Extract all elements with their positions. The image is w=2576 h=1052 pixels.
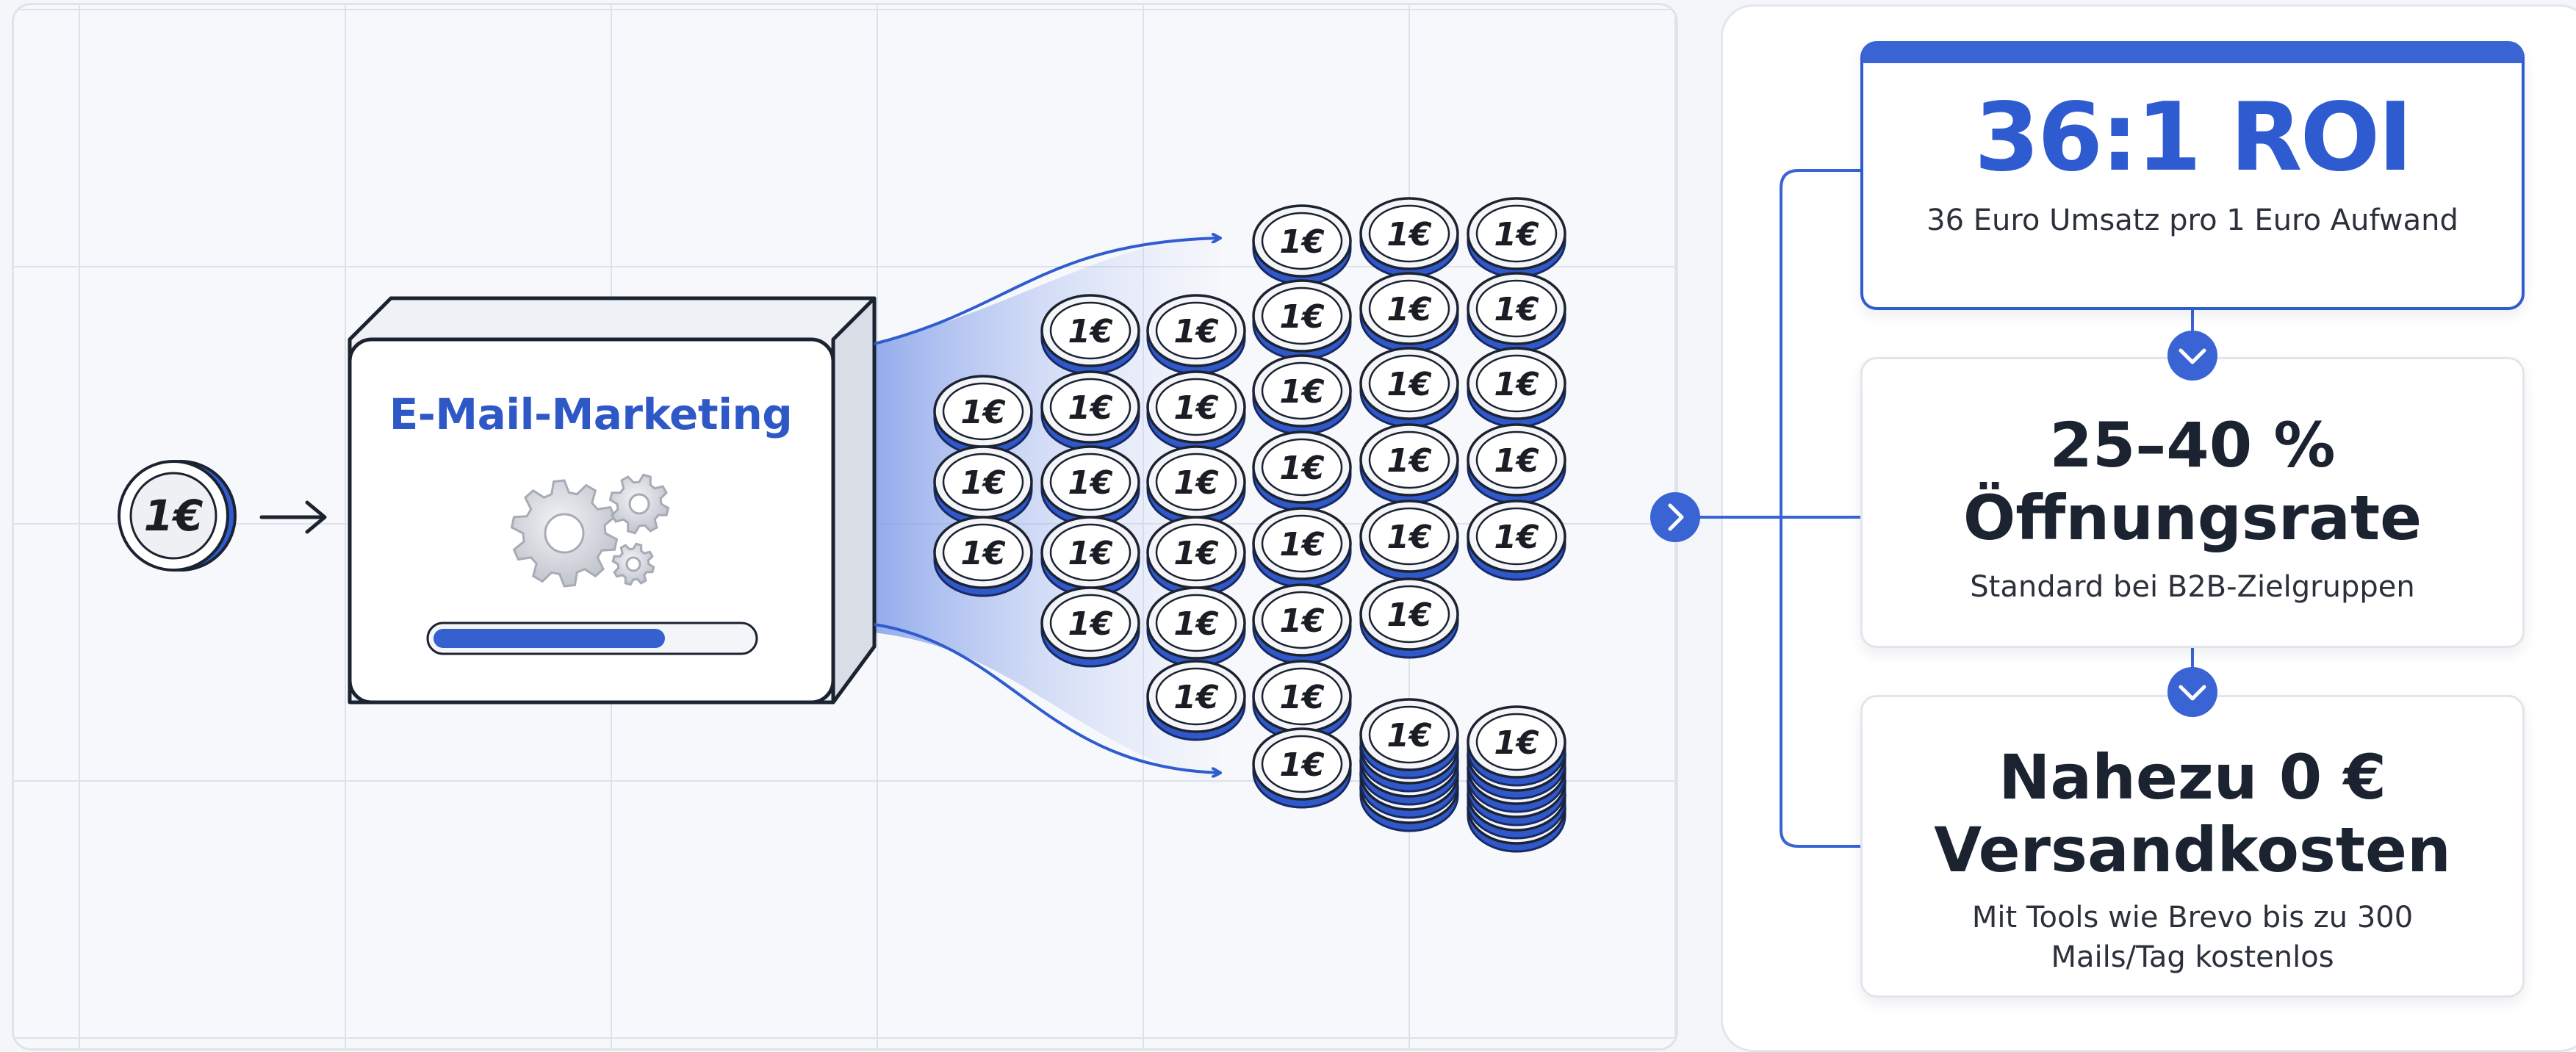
roi-subtitle: 36 Euro Umsatz pro 1 Euro Aufwand	[1926, 203, 2458, 237]
coin-label: 1€	[1279, 450, 1325, 487]
coin-icon: 1€	[1252, 660, 1352, 741]
coin-icon: 1€	[1146, 370, 1246, 452]
cost-label: Versandkosten	[1934, 814, 2451, 887]
coin-icon: 1€	[1467, 423, 1566, 505]
coin-icon: 1€	[1252, 279, 1352, 361]
coin-icon: 1€	[1146, 445, 1246, 527]
coin-label: 1€	[1386, 442, 1432, 480]
coin-icon: 1€	[1252, 507, 1352, 588]
coin-icon: 1€	[1467, 197, 1566, 278]
coin-label: 1€	[1173, 679, 1219, 716]
open-rate-value: 25–40 %	[2049, 409, 2336, 481]
coin-icon: 1€	[1467, 347, 1566, 428]
gear-icon	[510, 473, 670, 588]
coin-icon: 1€	[1146, 660, 1246, 741]
open-rate-label: Öffnungsrate	[1962, 482, 2422, 555]
coin-label: 1€	[1386, 366, 1432, 403]
coin-icon: 1€	[1359, 272, 1459, 353]
arrow-right-icon	[259, 500, 327, 534]
output-coins: 1€ 1€ 1€ 1€ 1€ 1€ 1€ 1€ 1€ 1€ 1€ 1€ 1€ 1€ 1€ 1€ 1€ 1€ 1€ 1€…	[933, 197, 1566, 853]
roi-card: 36:1 ROI 36 Euro Umsatz pro 1 Euro Aufwa…	[1860, 41, 2525, 310]
coin-icon: 1€	[1040, 445, 1140, 527]
coin-label: 1€	[1279, 373, 1325, 411]
coin-icon: 1€	[1040, 370, 1140, 452]
arrow-up-curve	[874, 238, 1220, 345]
coin-label: 1€	[1173, 535, 1219, 572]
coin-label: 1€	[1173, 464, 1219, 502]
coin-label: 1€	[1494, 442, 1539, 480]
cost-value: Nahezu 0 €	[1998, 741, 2386, 813]
coin-icon: 1€	[1146, 294, 1246, 375]
coin-label: 1€	[1173, 389, 1219, 427]
coin-label: 1€	[1279, 679, 1325, 716]
coin-icon: 1€	[1359, 423, 1459, 505]
input-coin-label: 1€	[144, 491, 204, 541]
coin-icon: 1€	[1467, 500, 1566, 581]
coin-label: 1€	[960, 464, 1006, 502]
coin-icon: 1€	[933, 445, 1033, 527]
open-rate-card: 25–40 % Öffnungsrate Standard bei B2B-Zi…	[1860, 357, 2525, 648]
coin-label: 1€	[1173, 605, 1219, 643]
coin-label: 1€	[1386, 291, 1432, 328]
coin-label: 1€	[1068, 313, 1113, 350]
coin-label: 1€	[1279, 602, 1325, 640]
coin-icon: 1€	[933, 516, 1033, 597]
coin-label: 1€	[1068, 389, 1113, 427]
coin-icon: 1€	[1359, 577, 1459, 659]
cost-card: Nahezu 0 € Versandkosten Mit Tools wie B…	[1860, 695, 2525, 998]
coin-label: 1€	[1494, 519, 1539, 556]
coin-label: 1€	[960, 535, 1006, 572]
coin-label: 1€	[960, 394, 1006, 431]
coin-label: 1€	[1494, 366, 1539, 403]
coin-label: 1€	[1279, 298, 1325, 336]
coin-icon: 1€	[933, 375, 1033, 456]
coin-icon: 1€	[1359, 197, 1459, 278]
coin-label: 1€	[1068, 535, 1113, 572]
coin-icon: 1€	[1252, 727, 1352, 809]
coin-label: 1€	[1068, 605, 1113, 643]
coin-icon: 1€	[1359, 347, 1459, 428]
coin-label: 1€	[1386, 717, 1432, 754]
coin-label: 1€	[1279, 526, 1325, 563]
open-rate-subtitle: Standard bei B2B-Zielgruppen	[1970, 570, 2415, 605]
coin-label: 1€	[1494, 724, 1539, 762]
coin-icon: 1€	[1359, 500, 1459, 581]
coin-icon: 1€	[1467, 705, 1566, 853]
coin-icon: 1€	[1467, 272, 1566, 353]
progress-fill	[433, 629, 665, 648]
coin-label: 1€	[1494, 216, 1539, 253]
coin-label: 1€	[1386, 216, 1432, 253]
coin-label: 1€	[1386, 519, 1432, 556]
coin-icon: 1€	[1252, 430, 1352, 512]
coin-label: 1€	[1386, 597, 1432, 634]
coin-icon: 1€	[1040, 516, 1140, 597]
coin-icon: 1€	[1359, 698, 1459, 832]
roi-value: 36:1 ROI	[1974, 83, 2413, 192]
coin-label: 1€	[1279, 746, 1325, 784]
arrow-down-curve	[874, 623, 1220, 773]
coin-icon: 1€	[1252, 354, 1352, 436]
input-coin: 1€	[118, 460, 237, 572]
coin-icon: 1€	[1146, 586, 1246, 668]
coin-icon: 1€	[1040, 294, 1140, 375]
cost-subtitle: Mit Tools wie Brevo bis zu 300 Mails/Tag…	[1971, 901, 2414, 974]
chevron-right-icon	[1650, 492, 1700, 542]
coin-label: 1€	[1494, 291, 1539, 328]
coin-icon: 1€	[1252, 204, 1352, 286]
coin-icon: 1€	[1252, 583, 1352, 665]
coin-icon: 1€	[1146, 516, 1246, 597]
coin-label: 1€	[1279, 223, 1325, 261]
coin-icon: 1€	[1040, 586, 1140, 668]
coin-label: 1€	[1173, 313, 1219, 350]
coin-label: 1€	[1068, 464, 1113, 502]
machine-title: E-Mail-Marketing	[389, 389, 793, 439]
